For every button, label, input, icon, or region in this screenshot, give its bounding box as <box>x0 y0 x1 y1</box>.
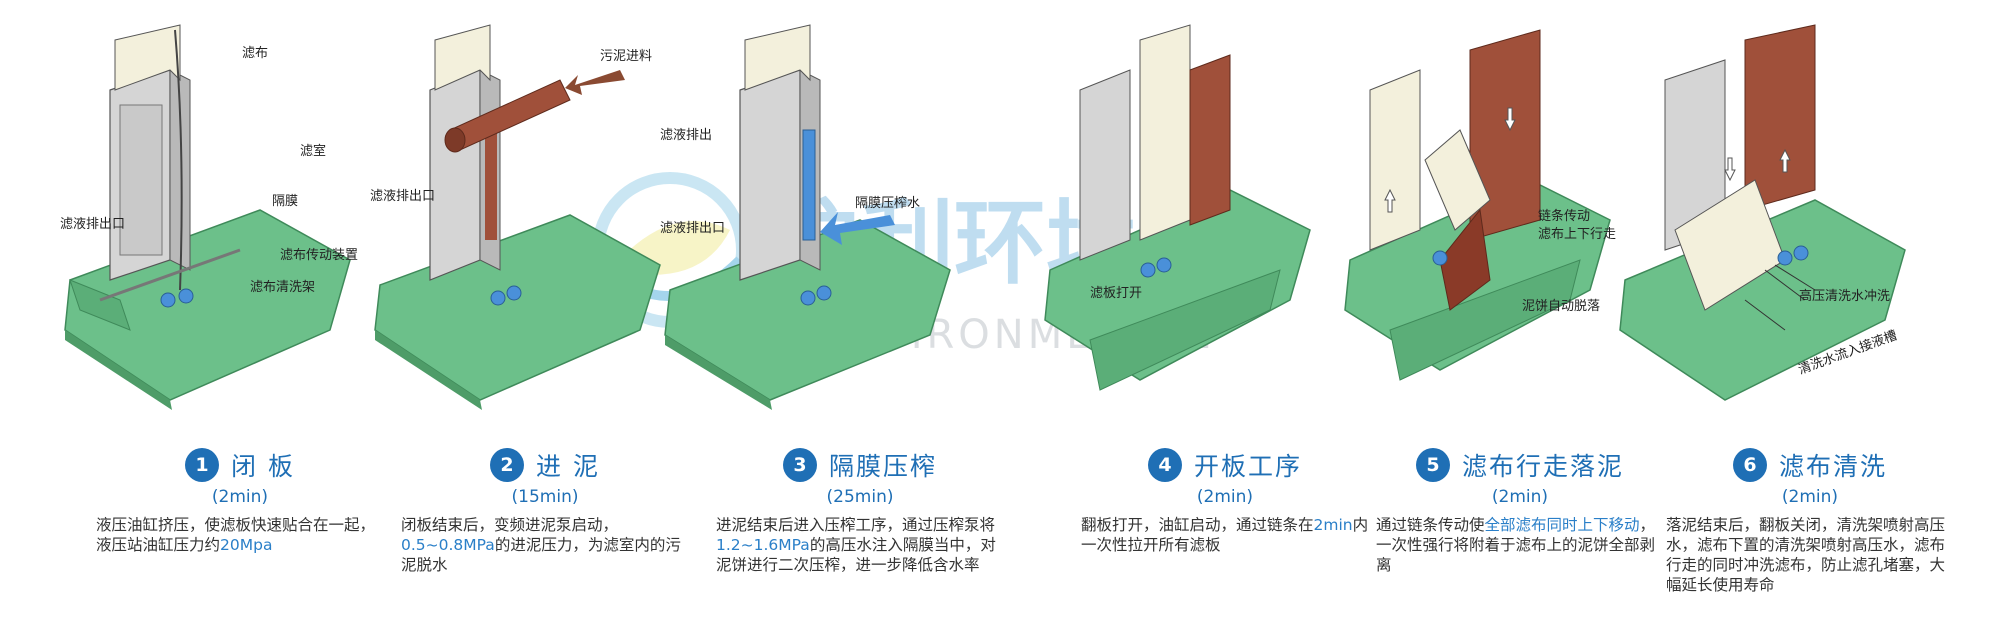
stage-5-callout-cake-drop: 泥饼自动脱落 <box>1522 299 1601 314</box>
step-number-badge: 3 <box>782 448 817 482</box>
description-text: 翻板打开，油缸启动，通过链条在 <box>1081 516 1314 534</box>
stage-4: 滤板打开 <box>1030 0 1330 430</box>
stage-2-caption: 2 进 泥 (15min) 闭板结束后，变频进泥泵启动， 0.5~0.8MPa的进… <box>395 445 695 575</box>
description-text: 的进泥压力，为滤室内的污泥脱水 <box>401 536 681 574</box>
highlight-text: 2min <box>1313 516 1353 534</box>
stage-3-callout-press-water: 隔膜压榨水 <box>855 196 921 211</box>
highlight-text: 0.5~0.8MPa <box>401 536 495 554</box>
stage-duration: (2min) <box>211 487 269 507</box>
description-text: 落泥结束后，翻板关闭，清洗架喷射高压水，滤布下置的清洗架喷射高压水，滤布行走的同… <box>1666 516 1946 594</box>
stage-4-illustration <box>1044 24 1311 391</box>
stage-title: 滤布行走落泥 <box>1461 452 1624 481</box>
stage-3-press-arrow-icon <box>820 212 895 245</box>
stage-6-callout-spray: 高压清洗水冲洗 <box>1799 289 1891 304</box>
stage-duration: (2min) <box>1781 487 1839 507</box>
description-text: 通过链条传动使 <box>1376 516 1485 534</box>
stage-1-illustration <box>64 24 351 410</box>
description-text: ，一次性强行将附着于滤布上的泥饼全部剥离 <box>1376 516 1656 574</box>
stage-title: 隔膜压榨 <box>828 452 937 481</box>
description-text: 闭板结束后，变频进泥泵启动， <box>401 516 619 534</box>
stage-1-callout-outlet: 滤液排出口 <box>60 217 126 232</box>
description-text: 的高压水注入隔膜当中，对泥饼进行二次压榨，进一步降低含水率 <box>716 536 996 574</box>
highlight-text: 全部滤布同时上下移动 <box>1484 516 1640 534</box>
stage-5-caption: 5 滤布行走落泥 (2min) 通过链条传动使全部滤布同时上下移动，一次性强行将… <box>1370 445 1670 575</box>
stage-2-callout-feed: 污泥进料 <box>600 49 653 64</box>
stage-4-caption: 4 开板工序 (2min) 翻板打开，油缸启动，通过链条在2min内一次性拉开所… <box>1075 445 1375 555</box>
highlight-text: 1.2~1.6MPa <box>716 536 810 554</box>
stage-1-callout-diaphragm: 隔膜 <box>272 194 299 209</box>
stage-title: 开板工序 <box>1193 452 1302 481</box>
stage-6: 高压清洗水冲洗 清洗水流入接液槽 <box>1615 0 1915 430</box>
stage-title: 闭 板 <box>231 452 295 481</box>
stage-1-callout-wash: 滤布清洗架 <box>250 280 316 295</box>
stage-5: 链条传动 滤布上下行走 泥饼自动脱落 <box>1330 0 1630 430</box>
stage-description: 进泥结束后进入压榨工序，通过压榨泵将 1.2~1.6MPa的高压水注入隔膜当中，对… <box>710 515 1010 575</box>
stage-description: 液压油缸挤压，使滤板快速贴合在一起，液压站油缸压力约20Mpa <box>90 515 390 555</box>
description-text: 内一次性拉开所有滤板 <box>1081 516 1369 554</box>
stage-1-callout-drive: 滤布传动装置 <box>280 248 359 263</box>
stage-2-callout-outlet: 滤液排出口 <box>370 189 436 204</box>
highlight-text: 20Mpa <box>220 536 273 554</box>
stage-3-caption: 3 隔膜压榨 (25min) 进泥结束后进入压榨工序，通过压榨泵将 1.2~1.6… <box>710 445 1010 575</box>
stage-title: 滤布清洗 <box>1778 452 1887 481</box>
stage-5-up-arrow-icon <box>1384 188 1396 213</box>
stage-1: 滤布 滤室 隔膜 滤液排出口 滤布传动装置 滤布清洗架 <box>60 0 360 430</box>
stage-description: 通过链条传动使全部滤布同时上下移动，一次性强行将附着于滤布上的泥饼全部剥离 <box>1370 515 1670 575</box>
stage-5-callout-chain: 链条传动 <box>1538 209 1591 224</box>
stage-5-down-arrow-icon <box>1504 107 1516 132</box>
stage-6-illustration <box>1619 24 1906 401</box>
stage-1-callout-cloth: 滤布 <box>242 46 269 61</box>
stage-6-down-arrow-icon <box>1724 157 1736 182</box>
stage-3-callout-drain: 滤液排出 <box>660 128 713 143</box>
stage-1-callout-chamber: 滤室 <box>300 144 327 159</box>
stage-duration: (25min) <box>826 487 894 507</box>
stage-4-callout-open: 滤板打开 <box>1090 286 1143 301</box>
stage-title: 进 泥 <box>536 452 600 481</box>
stage-5-callout-cloth-move: 滤布上下行走 <box>1538 227 1617 242</box>
step-number-badge: 1 <box>185 448 220 482</box>
stage-2-illustration <box>374 24 661 410</box>
stage-1-caption: 1 闭 板 (2min) 液压油缸挤压，使滤板快速贴合在一起，液压站油缸压力约2… <box>90 445 390 555</box>
stage-3-callout-outlet: 滤液排出口 <box>660 221 726 236</box>
stage-duration: (2min) <box>1491 487 1549 507</box>
step-number-badge: 2 <box>490 448 525 482</box>
description-text: 进泥结束后进入压榨工序，通过压榨泵将 <box>716 516 996 534</box>
stage-2-feed-arrow-icon <box>565 70 625 95</box>
description-text: 液压油缸挤压，使滤板快速贴合在一起，液压站油缸压力约 <box>96 516 376 554</box>
stage-duration: (2min) <box>1196 487 1254 507</box>
stage-2: 污泥进料 滤液排出口 <box>370 0 670 430</box>
stage-6-up-arrow-icon <box>1779 148 1791 173</box>
step-number-badge: 6 <box>1732 448 1767 482</box>
stage-description: 翻板打开，油缸启动，通过链条在2min内一次性拉开所有滤板 <box>1075 515 1375 555</box>
stage-description: 闭板结束后，变频进泥泵启动， 0.5~0.8MPa的进泥压力，为滤室内的污泥脱水 <box>395 515 695 575</box>
stage-5-illustration <box>1344 29 1611 381</box>
step-number-badge: 5 <box>1415 448 1450 482</box>
stage-6-caption: 6 滤布清洗 (2min) 落泥结束后，翻板关闭，清洗架喷射高压水，滤布下置的清… <box>1660 445 1960 595</box>
stage-duration: (15min) <box>511 487 579 507</box>
stage-description: 落泥结束后，翻板关闭，清洗架喷射高压水，滤布下置的清洗架喷射高压水，滤布行走的同… <box>1660 515 1960 595</box>
step-number-badge: 4 <box>1147 448 1182 482</box>
stage-3-illustration <box>664 24 951 410</box>
stage-3: 滤液排出 隔膜压榨水 滤液排出口 <box>660 0 960 430</box>
